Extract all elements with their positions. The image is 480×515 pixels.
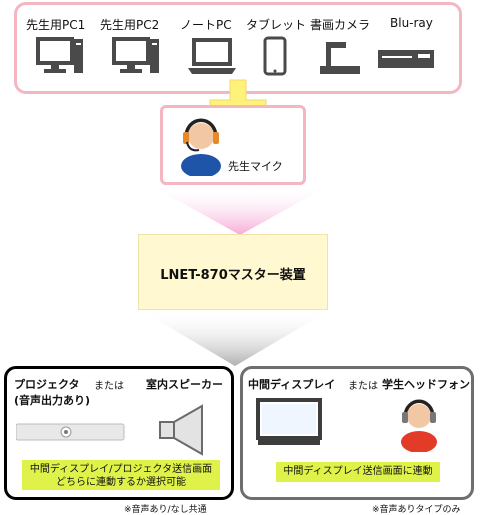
laptop-icon — [188, 38, 236, 74]
document-camera-icon — [320, 42, 360, 74]
desktop-pc-icon — [36, 37, 83, 73]
desktop-pc-icon — [112, 37, 159, 73]
left-sync-note-line2: どちらに連動するか選択可能 — [56, 477, 186, 488]
projector-title: プロジェクタ — [14, 378, 80, 391]
display-monitor-icon — [256, 398, 322, 445]
device-label-pc1: 先生用PC1 — [26, 18, 86, 32]
left-sync-note-line1: 中間ディスプレイ/プロジェクタ送信画面 — [29, 464, 213, 475]
display-title: 中間ディスプレイ — [248, 378, 336, 391]
master-device-box — [138, 234, 328, 310]
teacher-mic-label: 先生マイク — [228, 160, 283, 173]
device-label-tablet: タブレット — [246, 18, 307, 32]
device-label-pc2: 先生用PC2 — [100, 18, 160, 32]
speaker-title: 室内スピーカー — [146, 378, 223, 391]
source-devices-box — [14, 2, 462, 94]
teacher-mic-box — [160, 105, 306, 185]
projector-icon — [16, 423, 125, 441]
right-footnote: ※音声ありタイプのみ — [372, 505, 461, 515]
device-label-bluray: Blu-ray — [390, 16, 433, 30]
headphone-title: 学生ヘッドフォン — [382, 378, 470, 391]
or-label-left: または — [94, 381, 124, 392]
left-sync-note-bar: 中間ディスプレイ/プロジェクタ送信画面 どちらに連動するか選択可能 — [22, 460, 220, 490]
teacher-headset-icon — [181, 118, 221, 176]
right-sync-note-line1: 中間ディスプレイ送信画面に連動 — [283, 466, 433, 477]
speaker-icon — [159, 404, 203, 456]
student-headset-icon — [401, 399, 437, 452]
right-sync-note-bar: 中間ディスプレイ送信画面に連動 — [276, 462, 440, 482]
arrow-to-outputs — [140, 310, 330, 366]
bluray-player-icon — [378, 50, 434, 68]
master-device-label: LNET-870マスター装置 — [160, 268, 306, 283]
left-footnote: ※音声あり/なし共通 — [124, 505, 207, 515]
device-label-camera: 書画カメラ — [310, 18, 371, 32]
tablet-icon — [263, 36, 287, 76]
projector-subtitle: (音声出力あり) — [14, 394, 91, 407]
or-label-right: または — [348, 381, 378, 392]
arrow-to-master — [150, 185, 330, 235]
device-label-laptop: ノートPC — [180, 18, 232, 32]
